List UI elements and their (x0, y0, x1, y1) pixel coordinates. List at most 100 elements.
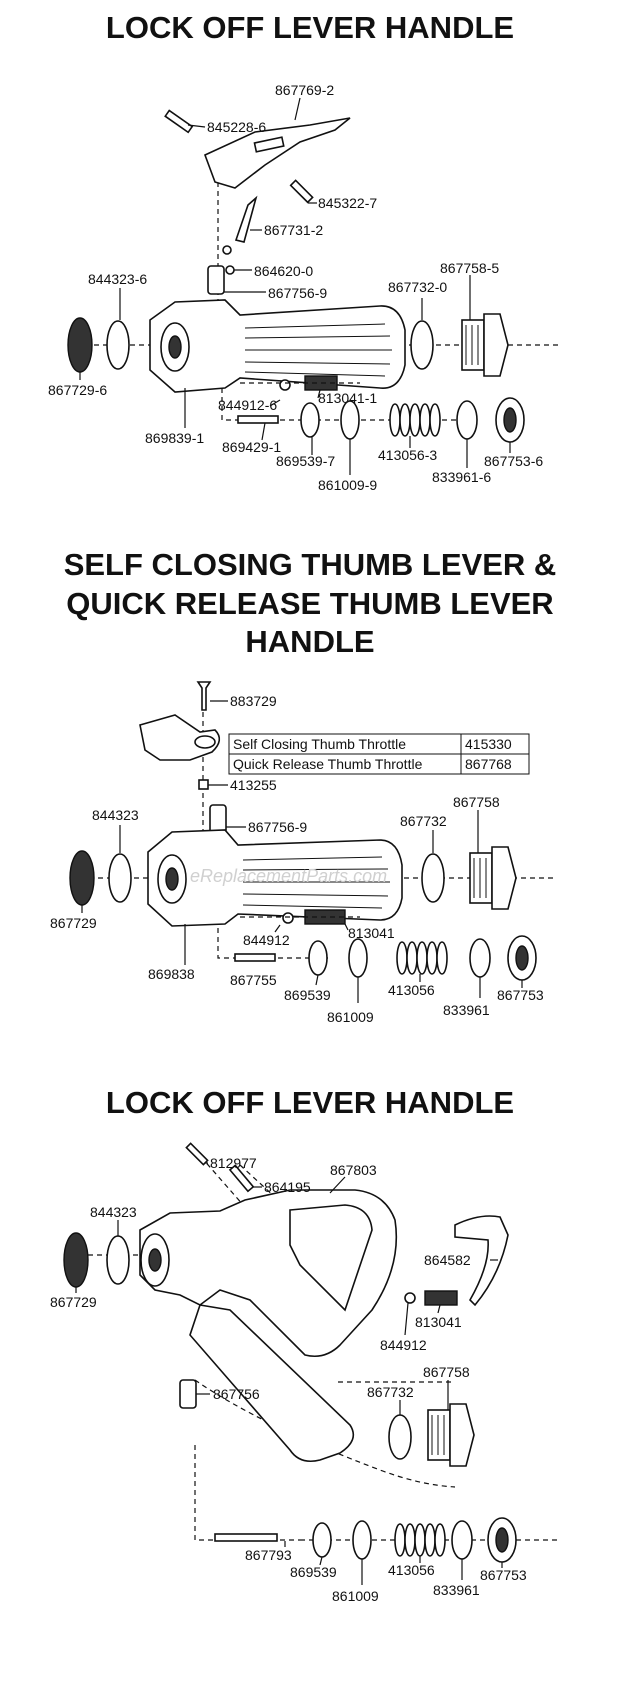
s2-table-row2-name: Quick Release Thumb Throttle (233, 756, 423, 772)
s1-screen (67, 317, 93, 373)
s3-fitting-thread (427, 1409, 451, 1461)
s2-rib (242, 893, 389, 897)
s2-label-867756-9: 867756-9 (248, 819, 307, 835)
s3-label-867758: 867758 (423, 1364, 470, 1380)
s1-latch-shape (234, 195, 258, 243)
s1-seat (300, 402, 320, 438)
s3-label-869539: 869539 (290, 1564, 337, 1580)
section2-exploded-view: Self Closing Thumb Throttle 415330 Quick… (50, 681, 555, 1025)
s2-table-row1-name: Self Closing Thumb Throttle (233, 736, 406, 752)
s2-label-867729: 867729 (50, 915, 97, 931)
s2-pin-867755 (234, 953, 276, 962)
s2-oring-833961 (469, 938, 491, 978)
s3-cap-bore (495, 1527, 509, 1553)
s2-sleeve (209, 804, 227, 834)
s3-fitting-hex (449, 1403, 475, 1467)
s1-label-833961-6: 833961-6 (432, 469, 491, 485)
s2-oring-left (108, 853, 132, 903)
s3-handle-window (289, 1204, 373, 1312)
s3-label-844323: 844323 (90, 1204, 137, 1220)
s3-label-867803: 867803 (330, 1162, 377, 1178)
s2-label-867753: 867753 (497, 987, 544, 1003)
s1-rib (244, 323, 386, 329)
s3-ball (404, 1292, 416, 1304)
s3-label-844912: 844912 (380, 1337, 427, 1353)
s3-lower-axis (194, 1445, 300, 1541)
s2-screen (69, 850, 95, 906)
s1-spring (389, 403, 441, 437)
s3-lever (454, 1215, 509, 1307)
s1-lever-shape (203, 117, 351, 189)
s1-label-844912-6: 844912-6 (218, 397, 277, 413)
s2-table-row1-part: 415330 (465, 736, 512, 752)
s3-screen (63, 1232, 89, 1288)
s2-seat (308, 940, 328, 976)
s1-pin-845228 (164, 109, 194, 134)
s2-thumb-lever (139, 714, 221, 761)
s3-leader (329, 1176, 346, 1194)
s2-label-861009: 861009 (327, 1009, 374, 1025)
s1-label-867731-2: 867731-2 (264, 222, 323, 238)
s2-rib (242, 868, 389, 871)
s3-leader (437, 1304, 441, 1314)
s1-rib (244, 335, 391, 339)
s2-spring (396, 941, 448, 975)
s2-lower-axis (217, 910, 330, 959)
s2-rib (242, 904, 383, 909)
s2-poppet (348, 938, 368, 978)
s3-label-413056: 413056 (388, 1562, 435, 1578)
s1-label-845228-6: 845228-6 (207, 119, 266, 135)
s1-sleeve (207, 265, 225, 295)
s1-label-864620-0: 864620-0 (254, 263, 313, 279)
s2-detent (198, 779, 209, 790)
s1-label-844323-6: 844323-6 (88, 271, 147, 287)
s1-leader (269, 399, 281, 407)
s3-label-867756: 867756 (213, 1386, 260, 1402)
s2-lever-pivot (194, 735, 216, 749)
s2-label-867758: 867758 (453, 794, 500, 810)
s1-label-867729-6: 867729-6 (48, 382, 107, 398)
s1-oring-right (410, 320, 434, 370)
s3-oring-left (106, 1235, 130, 1285)
s1-rib (244, 371, 386, 377)
s2-leader (274, 924, 281, 933)
s2-table-row2-part: 867768 (465, 756, 512, 772)
s3-label-861009: 861009 (332, 1588, 379, 1604)
section2-title-line2: QUICK RELEASE THUMB LEVER (66, 586, 554, 621)
s3-valve (424, 1290, 458, 1306)
s3-pin-864195 (228, 1164, 255, 1193)
section1-diagram: 867769-2 845228-6 845322-7 867731-2 8646… (0, 70, 620, 520)
s3-pin-867793 (214, 1533, 278, 1542)
s1-label-869839-1: 869839-1 (145, 430, 204, 446)
s2-label-813041: 813041 (348, 925, 395, 941)
s3-oring-right (388, 1414, 412, 1460)
s3-label-867793: 867793 (245, 1547, 292, 1563)
section2-title-line1: SELF CLOSING THUMB LEVER & (63, 547, 557, 582)
s1-poppet (340, 400, 360, 440)
s2-cap-bore (515, 945, 529, 971)
s2-fitting-thread (469, 852, 493, 904)
s1-oring-left (106, 320, 130, 370)
s1-handle-body (149, 299, 406, 393)
s2-label-869838: 869838 (148, 966, 195, 982)
section2-diagram: Self Closing Thumb Throttle 415330 Quick… (0, 670, 620, 1040)
s1-pin-869429 (237, 415, 279, 424)
s2-label-833961: 833961 (443, 1002, 490, 1018)
s3-label-864582: 864582 (424, 1252, 471, 1268)
s2-label-844323: 844323 (92, 807, 139, 823)
s1-label-869539-7: 869539-7 (276, 453, 335, 469)
s1-fitting-hex (483, 313, 509, 377)
s1-leader (187, 124, 206, 128)
s2-throttle-table: Self Closing Thumb Throttle 415330 Quick… (228, 733, 530, 775)
s3-label-812977: 812977 (210, 1155, 257, 1171)
s2-label-844912: 844912 (243, 932, 290, 948)
s1-label-413056-3: 413056-3 (378, 447, 437, 463)
s2-rib (242, 856, 383, 861)
s2-oring-right (421, 853, 445, 903)
s1-ball (279, 379, 291, 391)
s1-cap-bore (503, 407, 517, 433)
s1-label-845322-7: 845322-7 (318, 195, 377, 211)
section1-title: LOCK OFF LEVER HANDLE (105, 10, 515, 45)
s2-fitting-hex (491, 846, 517, 910)
s1-label-869429-1: 869429-1 (222, 439, 281, 455)
